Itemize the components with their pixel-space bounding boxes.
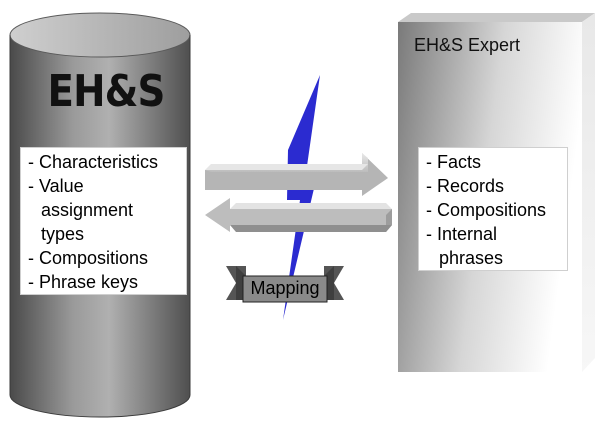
list-item: types [41, 224, 85, 244]
list-item: - Characteristics [28, 152, 159, 172]
mapping-label: Mapping [250, 278, 320, 298]
list-item: - Value [28, 176, 84, 196]
list-item: - Phrase keys [28, 272, 139, 292]
list-item: - Compositions [28, 248, 149, 268]
expert-objects-list: - Facts - Records - Compositions - Inter… [418, 147, 568, 271]
eh-s-objects-list: - Characteristics - Value assignment typ… [20, 147, 187, 295]
list-item: - Records [426, 176, 505, 196]
list-item: - Internal [426, 224, 498, 244]
arrow-left-icon [205, 198, 392, 232]
eh-s-expert-title: EH&S Expert [414, 35, 521, 55]
lightning-bolt-icon [283, 75, 320, 320]
arrow-right-icon [205, 153, 388, 196]
eh-s-database-title: EH&S [47, 66, 166, 117]
list-item: - Compositions [426, 200, 547, 220]
mapping-banner-icon [226, 266, 344, 303]
list-item: - Facts [426, 152, 482, 172]
list-item: phrases [439, 248, 504, 268]
list-item: assignment [41, 200, 134, 220]
